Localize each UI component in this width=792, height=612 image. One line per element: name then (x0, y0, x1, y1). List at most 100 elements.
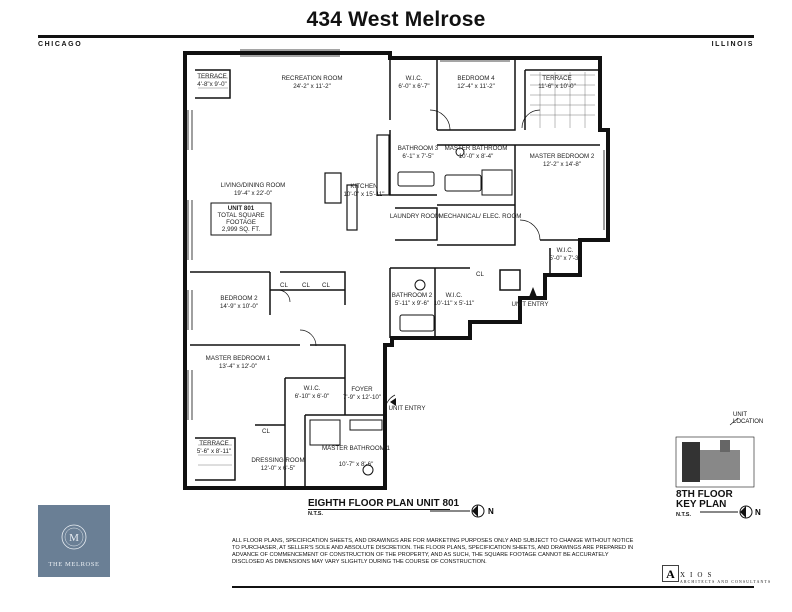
floor-plan-caption: EIGHTH FLOOR PLAN UNIT 801 (308, 498, 460, 509)
unit-info-box (210, 202, 272, 236)
unit-location-label: UNIT LOCATION (733, 412, 763, 426)
cl1-label: CL (280, 282, 288, 289)
cl2-label: CL (302, 282, 310, 289)
terrace-sw-dims: 5'-6" x 8'-11" (197, 448, 231, 455)
terrace-ne-label: TERRACE (542, 75, 572, 82)
unit-location-line2: LOCATION (733, 419, 764, 425)
wic-mid-label: W.I.C. (446, 292, 463, 299)
axios-logo-icon: A (662, 565, 679, 582)
architect-subtitle: ARCHITECTS AND CONSULTANTS (680, 580, 772, 584)
shower-mb1 (309, 419, 341, 446)
master-bed1-dims: 13'-4" x 12'-0" (219, 363, 257, 370)
unit-location-line1: UNIT (733, 412, 747, 418)
living-dims: 19'-4" x 22'-0" (234, 190, 272, 197)
cl3-label: CL (322, 282, 330, 289)
living-label: LIVING/DINING ROOM (221, 182, 286, 189)
key-plan: N (675, 417, 761, 519)
kitchen-label: KITCHEN (350, 183, 377, 190)
door-swings (277, 109, 541, 413)
city-label: CHICAGO (38, 41, 83, 48)
recreation-dims: 24'-2" x 11'-2" (293, 83, 331, 90)
foyer-dims: 7'-9" x 12'-10" (343, 394, 381, 401)
key-plan-title-line2: KEY PLAN (676, 499, 727, 510)
bedroom4-dims: 12'-4" x 11'-2" (457, 83, 495, 90)
master-bed1-label: MASTER BEDROOM 1 (206, 355, 271, 362)
floor-plan-scale: N.T.S. (308, 511, 323, 517)
unit-sqft-label: TOTAL SQUARE (218, 212, 265, 219)
master-bath1-label: MASTER BATHROOM 1 (322, 445, 391, 452)
terrace-grid (198, 72, 595, 466)
bathroom3-label: BATHROOM 3 (398, 145, 439, 152)
melrose-logo: M (38, 505, 110, 577)
wic-top-dims: 6'-0" x 6'-7" (398, 83, 429, 90)
melrose-seal-icon: M (61, 524, 87, 550)
terrace-nw-dims: 4'-8"x 9'-0" (197, 81, 226, 88)
wic-top-label: W.I.C. (406, 75, 423, 82)
tub-2 (444, 174, 482, 192)
unit-entry-left-label: UNIT ENTRY (389, 405, 426, 412)
kitchen-counter (346, 184, 358, 231)
north-arrow-icon: N (430, 504, 494, 518)
bedroom2-label: BEDROOM 2 (220, 295, 258, 302)
terrace-sw-label: TERRACE (199, 440, 229, 447)
key-plan-scale: N.T.S. (676, 512, 691, 518)
toilet-1 (455, 147, 465, 157)
recreation-label: RECREATION ROOM (281, 75, 342, 82)
tub-3 (399, 314, 435, 332)
wic-mb1-label: W.I.C. (304, 385, 321, 392)
key-plan-title: 8TH FLOOR KEY PLAN (676, 490, 733, 510)
toilet-3 (362, 464, 374, 476)
foyer-label: FOYER (351, 386, 373, 393)
interior-walls (190, 58, 600, 488)
laundry-label: LAUNDRY ROOM (390, 213, 440, 220)
header-rule (38, 35, 754, 38)
state-label: ILLINOIS (711, 41, 754, 48)
axios-monogram: A (666, 567, 675, 581)
mechanical-label: MECHANICAL/ ELEC. ROOM (439, 213, 522, 220)
wic-mb2-dims: 5'-0" x 7'-3" (549, 255, 580, 262)
melrose-logo-name: THE MELROSE (48, 561, 100, 568)
entry-arrow-right (529, 287, 537, 297)
kitchen-dims: 10'-0" x 15'-11" (343, 191, 384, 198)
tub-1 (397, 171, 435, 187)
windows (187, 49, 605, 420)
outer-wall (183, 51, 610, 490)
vanity-mb1 (349, 419, 383, 431)
wic-mid-dims: 10'-11" x 5'-11" (434, 300, 475, 307)
logo-monogram: M (69, 532, 79, 544)
floor-caption-underline (308, 509, 450, 510)
terrace-nw-label: TERRACE (197, 73, 227, 80)
key-north-label: N (755, 508, 761, 517)
bathroom3-dims: 6'-1" x 7'-5" (402, 153, 433, 160)
unit-footage-label: FOOTAGE (226, 219, 256, 226)
master-bed2-dims: 12'-2" x 14'-8" (543, 161, 581, 168)
kitchen-cabinets (376, 134, 390, 196)
master-bath1-dims: 10'-7" x 8'-6" (339, 461, 374, 468)
wic-mb1-dims: 6'-10" x 6'-0" (295, 393, 330, 400)
toilet-2 (414, 279, 426, 291)
shower-mb2 (481, 169, 513, 196)
architect-name: XIOS (680, 571, 717, 579)
page-title: 434 West Melrose (306, 8, 486, 31)
unit-entry-right-label: UNIT ENTRY (512, 301, 549, 308)
cl-dressing-label: CL (262, 428, 270, 435)
bathroom2-dims: 5'-11" x 9'-6" (395, 300, 429, 307)
master-bed2-label: MASTER BEDROOM 2 (530, 153, 595, 160)
disclaimer-text: ALL FLOOR PLANS, SPECIFICATION SHEETS, A… (232, 538, 634, 566)
master-bath2-dims: 10'-0" x 8'-4" (459, 153, 494, 160)
unit-number: UNIT 801 (228, 205, 255, 212)
terrace-ne-dims: 11'-6" x 10'-0" (538, 83, 576, 90)
north-label: N (488, 507, 494, 516)
cl-right-label: CL (476, 271, 484, 278)
entry-arrow-left (390, 398, 396, 406)
bedroom2-dims: 14'-9" x 10'-0" (220, 303, 258, 310)
bathroom2-label: BATHROOM 2 (392, 292, 433, 299)
unit-sqft-value: 2,999 SQ. FT. (222, 226, 260, 233)
wic-mb2-label: W.I.C. (557, 247, 574, 254)
dressing-dims: 12'-0" x 6'-5" (261, 465, 296, 472)
dressing-label: DRESSING ROOM (251, 457, 304, 464)
key-plan-title-line1: 8TH FLOOR (676, 489, 733, 500)
master-bath2-label: MASTER BATHROOM (445, 145, 508, 152)
footer-rule (232, 586, 754, 588)
